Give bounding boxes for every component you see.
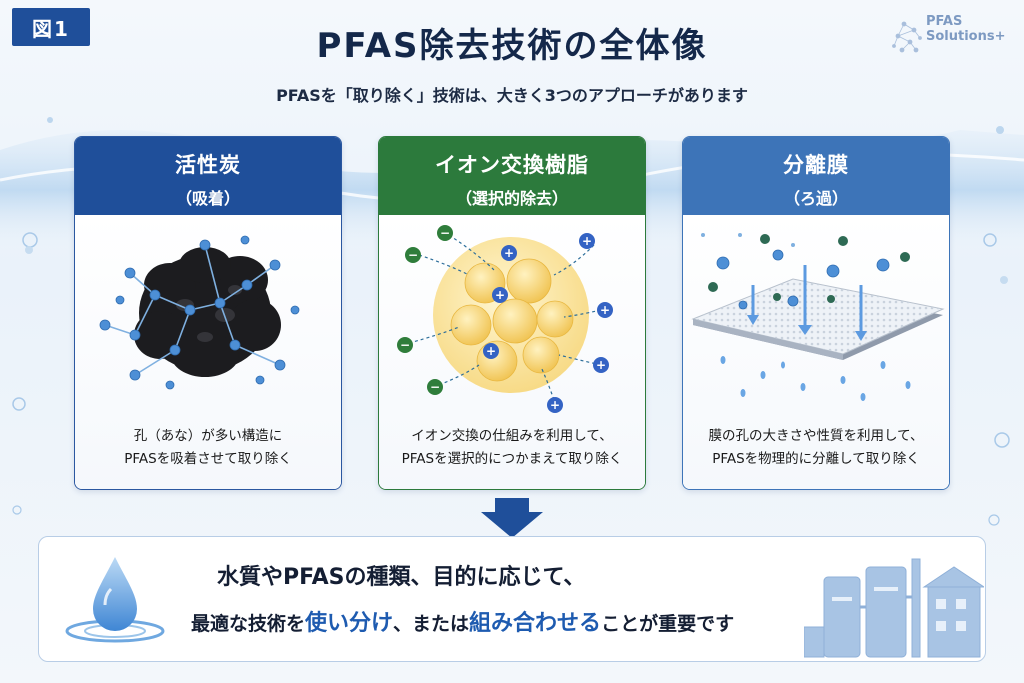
card-heading: 活性炭 — [175, 153, 241, 177]
plus-ion-sign: + — [504, 246, 514, 260]
desc-line2: PFASを選択的につかまえて取り除く — [401, 451, 623, 467]
card-header: 活性炭 （吸着） — [75, 137, 341, 215]
card-header: イオン交換樹脂 （選択的除去） — [379, 137, 645, 215]
pfas-solutions-logo — [892, 21, 922, 53]
plus-ion-sign: + — [600, 303, 610, 317]
page-title: PFAS除去技術の全体像 — [316, 26, 708, 66]
card-ion-exchange-resin: イオン交換樹脂 （選択的除去） — [378, 136, 646, 490]
conclusion-text-a: 最適な技術を — [191, 613, 306, 635]
card-body: 膜の孔の大きさや性質を利用して、 PFASを物理的に分離して取り除く — [683, 215, 949, 489]
logo-text: PFAS Solutions+ — [926, 14, 1006, 44]
ion-exchange-illustration: − − − − + + + + + + + — [397, 225, 613, 413]
card-separation-membrane: 分離膜 （ろ過） — [682, 136, 950, 490]
water-treatment-plant-icon — [804, 558, 984, 658]
conclusion-box: 水質やPFASの種類、目的に応じて、 最適な技術を使い分け、または組み合わせるこ… — [38, 536, 986, 662]
conclusion-text-b: 、または — [393, 613, 470, 635]
minus-ion-sign: − — [408, 248, 418, 262]
card-body: 孔（あな）が多い構造に PFASを吸着させて取り除く — [75, 215, 341, 489]
card-subheading: （選択的除去） — [455, 189, 568, 208]
ion-markers: − − − − + + + + + + + — [397, 225, 613, 413]
desc-line1: 孔（あな）が多い構造に — [133, 428, 283, 444]
water-drop-icon — [65, 557, 165, 643]
down-arrow-icon — [481, 498, 543, 538]
activated-carbon-illustration — [99, 235, 300, 390]
desc-line1: 膜の孔の大きさや性質を利用して、 — [708, 428, 924, 444]
plus-ion-sign: + — [550, 398, 560, 412]
plus-ion-sign: + — [582, 234, 592, 248]
card-subheading: （ろ過） — [783, 189, 848, 208]
card-heading: イオン交換樹脂 — [435, 153, 589, 177]
logo-line1: PFAS — [926, 14, 963, 29]
desc-line2: PFASを物理的に分離して取り除く — [712, 451, 920, 467]
plus-ion-sign: + — [486, 344, 496, 358]
minus-ion-sign: − — [400, 338, 410, 352]
card-subheading: （吸着） — [175, 189, 240, 208]
conclusion-line1: 水質やPFASの種類、目的に応じて、 — [217, 565, 586, 590]
card-description: イオン交換の仕組みを利用して、 PFASを選択的につかまえて取り除く — [379, 425, 645, 471]
card-body: − − − − + + + + + + + イオン交換の仕組みを利用して、 PFASを選択的につかま… — [379, 215, 645, 489]
card-header: 分離膜 （ろ過） — [683, 137, 949, 215]
logo-line2: Solutions+ — [926, 29, 1006, 44]
membrane-filter-illustration — [691, 233, 945, 401]
figure-label: 図1 — [12, 8, 90, 46]
card-description: 膜の孔の大きさや性質を利用して、 PFASを物理的に分離して取り除く — [683, 425, 949, 471]
desc-line1: イオン交換の仕組みを利用して、 — [411, 428, 613, 444]
desc-line2: PFASを吸着させて取り除く — [124, 451, 292, 467]
conclusion-line2: 最適な技術を使い分け、または組み合わせることが重要です — [191, 605, 734, 637]
page-subtitle: PFASを「取り除く」技術は、大きく3つのアプローチがあります — [276, 86, 748, 105]
minus-ion-sign: − — [430, 380, 440, 394]
water-droplets-left — [12, 246, 33, 515]
water-droplets-right — [988, 276, 1010, 526]
plus-ion-sign: + — [596, 358, 606, 372]
card-heading: 分離膜 — [783, 153, 849, 177]
highlight-use-properly: 使い分け — [305, 611, 394, 636]
card-activated-carbon: 活性炭 （吸着） — [74, 136, 342, 490]
conclusion-text-c: ことが重要です — [601, 613, 735, 635]
card-description: 孔（あな）が多い構造に PFASを吸着させて取り除く — [75, 425, 341, 471]
minus-ion-sign: − — [440, 226, 450, 240]
plus-ion-sign: + — [495, 288, 505, 302]
highlight-combine: 組み合わせる — [469, 611, 602, 636]
